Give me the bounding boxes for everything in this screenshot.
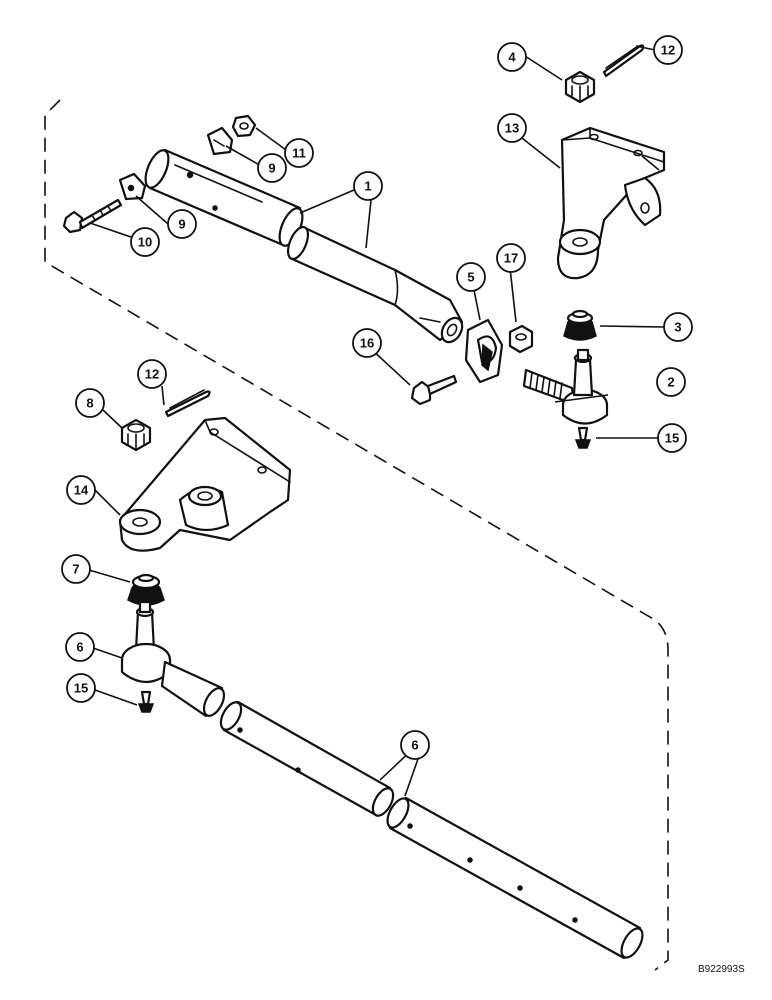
svg-text:15: 15 [665,431,679,446]
tie-rod-end-upper [522,348,609,425]
callout-12-lower: 12 [137,359,167,389]
callout-7: 7 [61,554,91,584]
svg-text:9: 9 [268,161,275,176]
tube-lower-b [386,796,644,960]
callout-15-upper: 15 [657,423,687,453]
callout-15-lower: 15 [66,673,96,703]
tube-lower-a [219,700,395,817]
svg-text:10: 10 [138,235,152,250]
callout-4: 4 [497,42,527,72]
svg-text:4: 4 [508,50,516,65]
bolt-long [62,198,123,234]
svg-text:3: 3 [674,320,681,335]
svg-text:14: 14 [74,483,89,498]
callout-8: 8 [75,388,105,418]
cotter-pin-mid [164,389,211,418]
callout-3: 3 [663,312,693,342]
svg-text:8: 8 [86,396,93,411]
callout-11: 11 [284,138,314,168]
clamp-block [464,318,504,384]
clamp-upper [206,126,234,156]
svg-text:12: 12 [145,367,159,382]
assembly-boundary [44,99,669,971]
svg-text:6: 6 [411,738,418,753]
svg-text:15: 15 [74,681,88,696]
dust-boot-upper [563,309,597,341]
grease-fitting-upper [574,426,592,449]
callout-12-upper: 12 [653,35,683,65]
clamp-lower [118,172,147,201]
svg-text:17: 17 [504,251,518,266]
callout-9-upper: 9 [257,153,287,183]
callout-17: 17 [496,243,526,273]
svg-text:6: 6 [76,640,83,655]
svg-text:7: 7 [72,562,79,577]
castle-nut-mid [120,418,152,452]
svg-text:9: 9 [178,217,185,232]
svg-text:2: 2 [667,375,674,390]
steering-arm-upper [556,126,666,280]
svg-text:16: 16 [360,336,374,351]
bolt-short [410,374,458,406]
callout-10: 10 [130,227,160,257]
svg-text:11: 11 [292,146,306,161]
callout-2: 2 [656,367,686,397]
cotter-pin-top [602,44,645,78]
grease-fitting-lower [137,690,155,713]
svg-text:13: 13 [505,121,519,136]
callout-5: 5 [456,262,486,292]
callout-13: 13 [497,113,527,143]
tie-rod-end-lower [120,600,226,718]
svg-text:12: 12 [661,43,675,58]
dust-boot-lower [127,573,165,606]
callout-9-lower: 9 [167,209,197,239]
callout-16: 16 [352,328,382,358]
tube-upper-right [286,225,464,344]
svg-text:1: 1 [364,179,371,194]
tube-upper-left [144,148,304,247]
nut-17 [508,324,534,354]
callout-14: 14 [66,475,96,505]
reference-code: B922993S [698,964,745,975]
nut-upper [231,114,257,138]
steering-arm-lower [118,416,292,552]
castle-nut-top [564,70,596,104]
callout-6-lower: 6 [400,730,430,760]
svg-text:5: 5 [467,270,474,285]
callout-1: 1 [353,171,383,201]
callout-6-upper: 6 [65,632,95,662]
